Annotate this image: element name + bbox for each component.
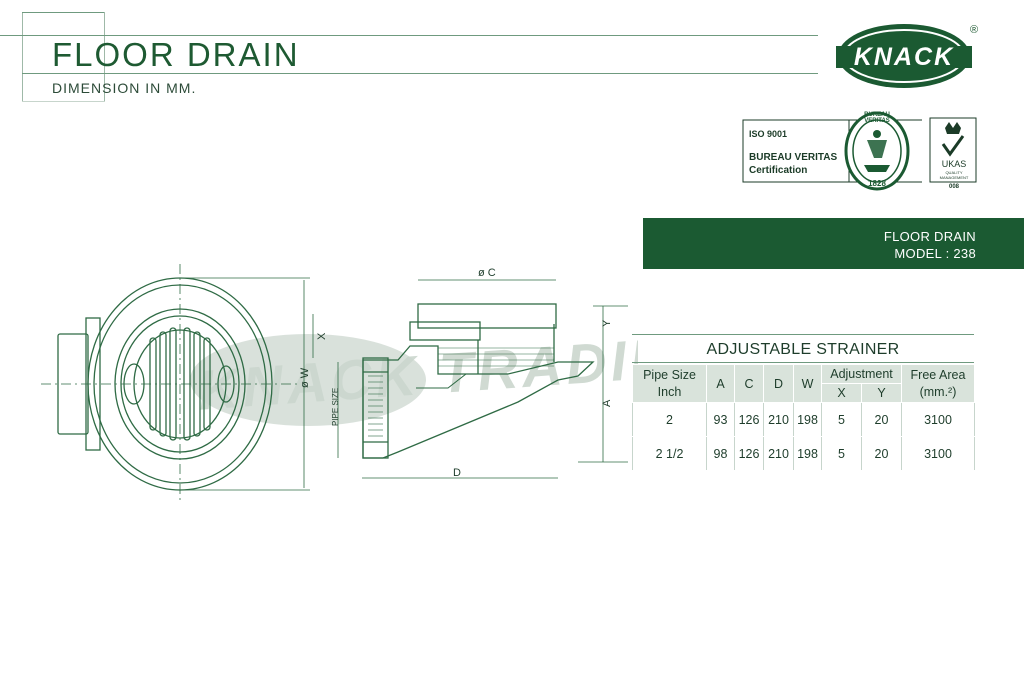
- seal-top-text: BUREAU VERITAS: [864, 112, 890, 124]
- header-free-area: Free Area (mm.²): [901, 364, 975, 403]
- cell-y: 20: [861, 436, 902, 471]
- frame-left-line: [22, 12, 23, 102]
- header-top-line: [0, 35, 818, 36]
- logo-text: KNACK: [854, 43, 954, 71]
- cell-free-area: 3100: [901, 436, 975, 471]
- technical-drawing: KNACK TRADING: [41, 264, 638, 502]
- cell-d: 210: [763, 436, 794, 471]
- dim-label-oc: ø C: [478, 267, 496, 279]
- cert-iso-text: ISO 9001: [749, 129, 788, 139]
- page-title: FLOOR DRAIN: [52, 36, 300, 73]
- table-title-top-line: [632, 334, 974, 335]
- banner-product-name: FLOOR DRAIN: [883, 229, 976, 244]
- cell-a: 98: [706, 436, 735, 471]
- cert-frame: [742, 111, 977, 191]
- table-row: 2 93 126 210 198 5 20 3100: [632, 402, 975, 437]
- cell-a: 93: [706, 402, 735, 437]
- header-pipe-size: Pipe Size Inch: [632, 364, 707, 403]
- watermark-ellipse: [190, 334, 426, 426]
- header-x: X: [821, 383, 862, 403]
- cell-d: 210: [763, 402, 794, 437]
- dim-label-ow: ø W: [299, 367, 311, 388]
- dim-label-x: X: [316, 332, 328, 340]
- table-row: 2 1/2 98 126 210 198 5 20 3100: [632, 436, 975, 471]
- dim-label-d: D: [453, 467, 461, 479]
- cell-pipe: 2 1/2: [632, 436, 707, 471]
- header-a: A: [706, 364, 735, 403]
- ukas-label: UKAS: [941, 159, 967, 169]
- header-d: D: [763, 364, 794, 403]
- header-inch-label: Inch: [657, 384, 682, 399]
- dim-label-a: A: [601, 399, 613, 407]
- header-free-area-label: Free Area: [910, 367, 966, 382]
- header-y: Y: [861, 383, 902, 403]
- ukas-sub-text: QUALITY MANAGEMENT: [939, 170, 969, 180]
- banner-model: MODEL : 238: [894, 246, 976, 261]
- top-view: [41, 264, 310, 502]
- header-c: C: [734, 364, 764, 403]
- dim-label-y: Y: [601, 319, 613, 327]
- thread-hatching: [368, 347, 554, 437]
- cell-w: 198: [793, 402, 822, 437]
- model-banner: FLOOR DRAIN MODEL : 238: [643, 218, 1024, 269]
- spec-table: Pipe Size Inch A C D W Adjustment Free A…: [632, 364, 975, 471]
- cell-y: 20: [861, 402, 902, 437]
- registered-mark: ®: [970, 24, 979, 36]
- cell-pipe: 2: [632, 402, 707, 437]
- dim-label-pipe-size: PIPE SIZE: [331, 388, 340, 426]
- cell-x: 5: [821, 402, 862, 437]
- seal-year-text: 1828: [868, 179, 886, 188]
- header-adjustment: Adjustment: [821, 364, 902, 384]
- certification-block: ISO 9001 BUREAU VERITAS Certification BU…: [742, 110, 978, 194]
- frame-top-short-line: [22, 12, 105, 13]
- cert-bv-text: BUREAU VERITAS: [749, 152, 838, 163]
- cell-c: 126: [734, 436, 764, 471]
- header-w: W: [793, 364, 822, 403]
- cell-c: 126: [734, 402, 764, 437]
- cert-cert-text: Certification: [749, 165, 808, 176]
- header-unit-label: (mm.²): [919, 384, 957, 399]
- cell-free-area: 3100: [901, 402, 975, 437]
- header-bottom-line: [22, 73, 818, 74]
- table-title-bottom-line: [632, 362, 974, 363]
- section-view: [312, 279, 628, 479]
- page-subtitle: DIMENSION IN MM.: [52, 80, 197, 96]
- frame-right-short-line: [104, 12, 105, 102]
- frame-bottom-line: [22, 101, 105, 102]
- table-title: ADJUSTABLE STRAINER: [706, 341, 900, 358]
- cell-w: 198: [793, 436, 822, 471]
- cell-x: 5: [821, 436, 862, 471]
- header-pipe-size-label: Pipe Size: [643, 367, 696, 382]
- knack-logo: KNACK: [836, 24, 972, 88]
- ukas-number: 008: [948, 184, 959, 190]
